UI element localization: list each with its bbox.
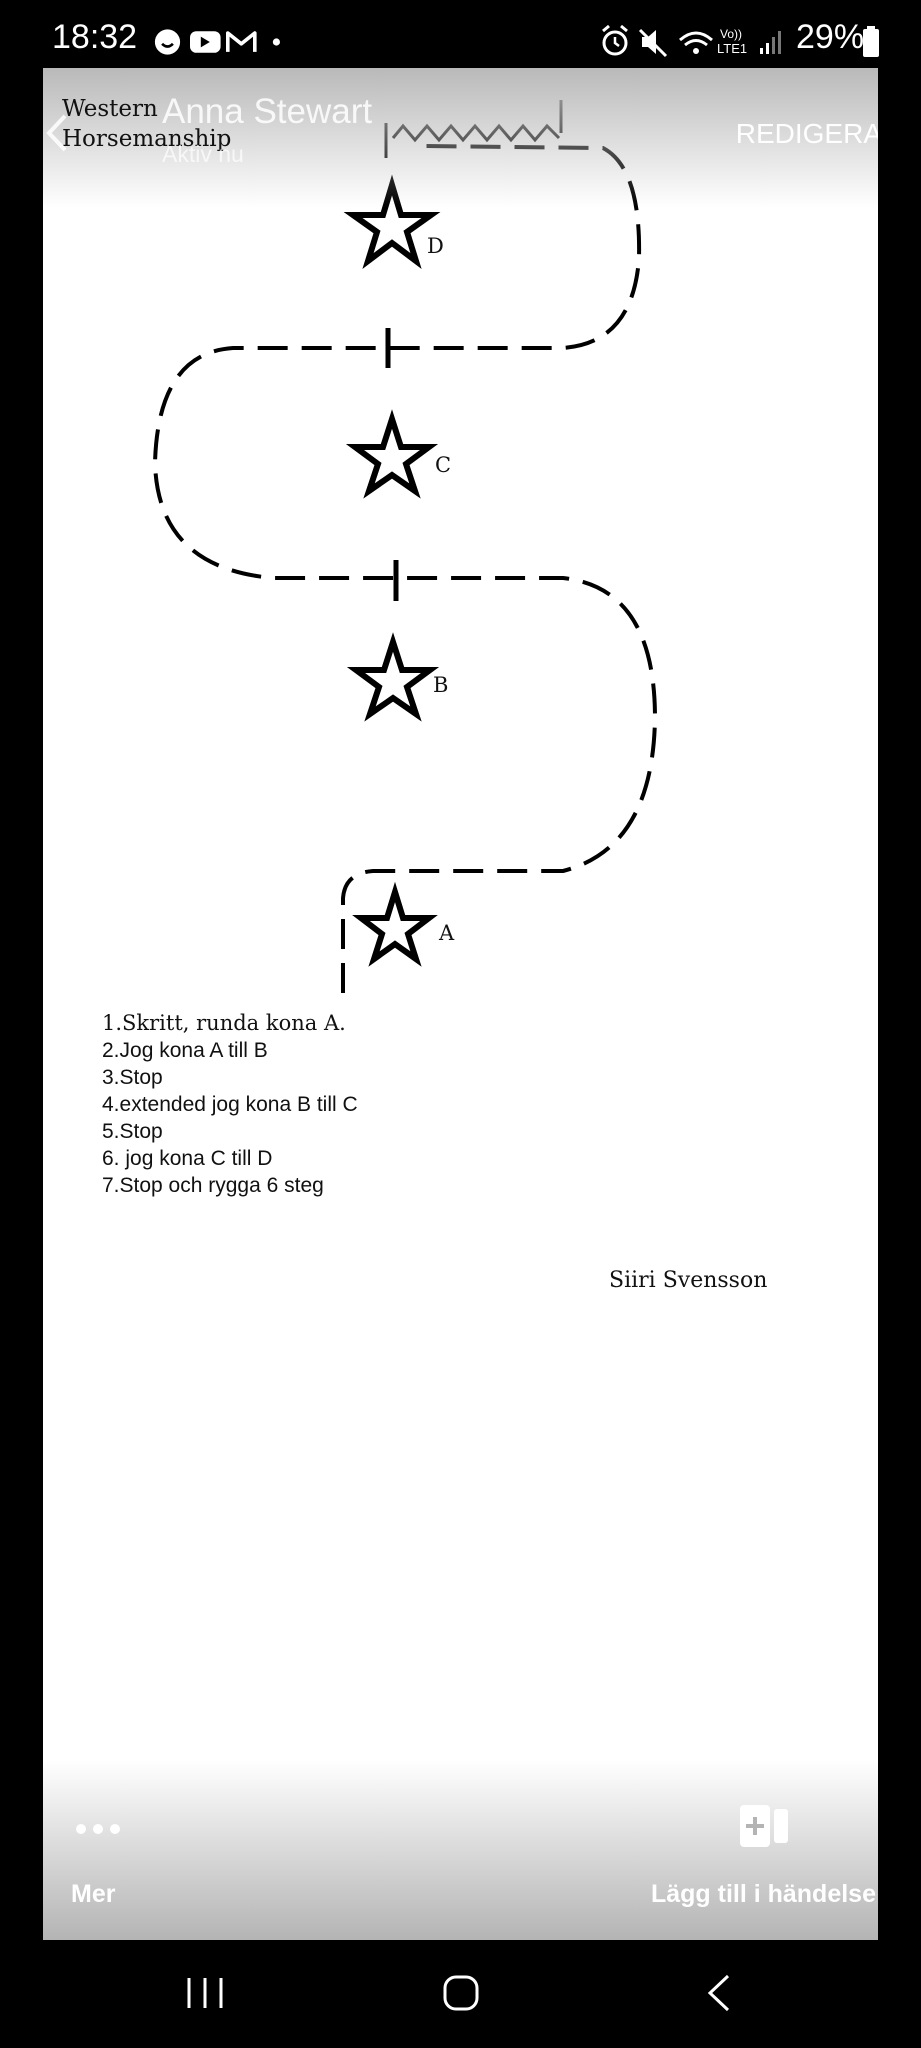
contact-status: Aktiv nu	[162, 141, 244, 167]
network-label: LTE1	[717, 41, 747, 56]
back-arrow-icon[interactable]	[43, 108, 73, 158]
document-title-line2: Horsemanship	[62, 126, 232, 152]
instruction-item: 2.Jog kona A till B	[102, 1039, 268, 1062]
mute-icon	[638, 28, 668, 58]
home-icon[interactable]	[431, 1968, 491, 2018]
volte-label: Vo))	[720, 27, 742, 41]
document-title: Western Horsemanship	[62, 94, 231, 154]
marker-label-d: D	[427, 234, 444, 258]
snapchat-icon	[154, 29, 181, 55]
gmail-icon	[226, 31, 257, 52]
more-button[interactable]: Mer	[63, 1808, 153, 1918]
back-icon[interactable]	[690, 1968, 750, 2018]
status-bar: 18:32	[0, 0, 921, 68]
marker-label-a: A	[438, 921, 455, 945]
navigation-bar	[0, 1940, 921, 2048]
star-marker-c	[345, 409, 439, 499]
instructions-list: 1.Skritt, runda kona A. 2.Jog kona A til…	[102, 1010, 358, 1199]
star-marker-d	[343, 174, 441, 269]
status-time: 18:32	[52, 18, 138, 56]
contact-name: Anna Stewart	[162, 92, 373, 131]
edit-button[interactable]: REDIGERA	[735, 118, 878, 149]
more-label: Mer	[71, 1880, 116, 1908]
marker-label-c: C	[435, 453, 451, 477]
instruction-item: 5.Stop	[102, 1120, 163, 1143]
star-marker-b	[346, 632, 440, 722]
instruction-item: 3.Stop	[102, 1066, 163, 1089]
battery-icon	[863, 26, 879, 57]
add-to-event-button[interactable]: Lägg till i händelse	[618, 1801, 878, 1921]
add-to-event-label: Lägg till i händelse	[650, 1880, 876, 1908]
signature: Siiri Svensson	[609, 1268, 768, 1293]
footer-gradient	[43, 1760, 878, 1940]
recent-apps-icon[interactable]	[175, 1968, 235, 2018]
instruction-item: 4.extended jog kona B till C	[102, 1093, 358, 1116]
star-marker-a	[352, 881, 438, 967]
instruction-item: 6. jog kona C till D	[102, 1147, 273, 1170]
status-left-icons	[154, 29, 280, 55]
youtube-icon	[190, 31, 221, 53]
more-dots-icon	[76, 1824, 120, 1834]
add-to-event-icon	[740, 1805, 788, 1847]
signal-icon	[760, 31, 781, 54]
dot-icon	[272, 38, 280, 46]
header-gradient	[43, 68, 878, 208]
marker-label-b: B	[433, 673, 448, 697]
image-viewer: D C B A Western Horsemanship Anna Stewar…	[43, 68, 878, 1940]
instruction-item: 7.Stop och rygga 6 steg	[102, 1174, 324, 1197]
wifi-icon	[679, 31, 713, 54]
alarm-icon	[602, 24, 628, 56]
status-right-icons: Vo)) LTE1	[602, 24, 781, 58]
pattern-route	[152, 144, 658, 993]
document-title-line1: Western	[62, 96, 158, 122]
instruction-item: 1.Skritt, runda kona A.	[102, 1011, 346, 1035]
battery-percent: 29%	[796, 18, 865, 56]
